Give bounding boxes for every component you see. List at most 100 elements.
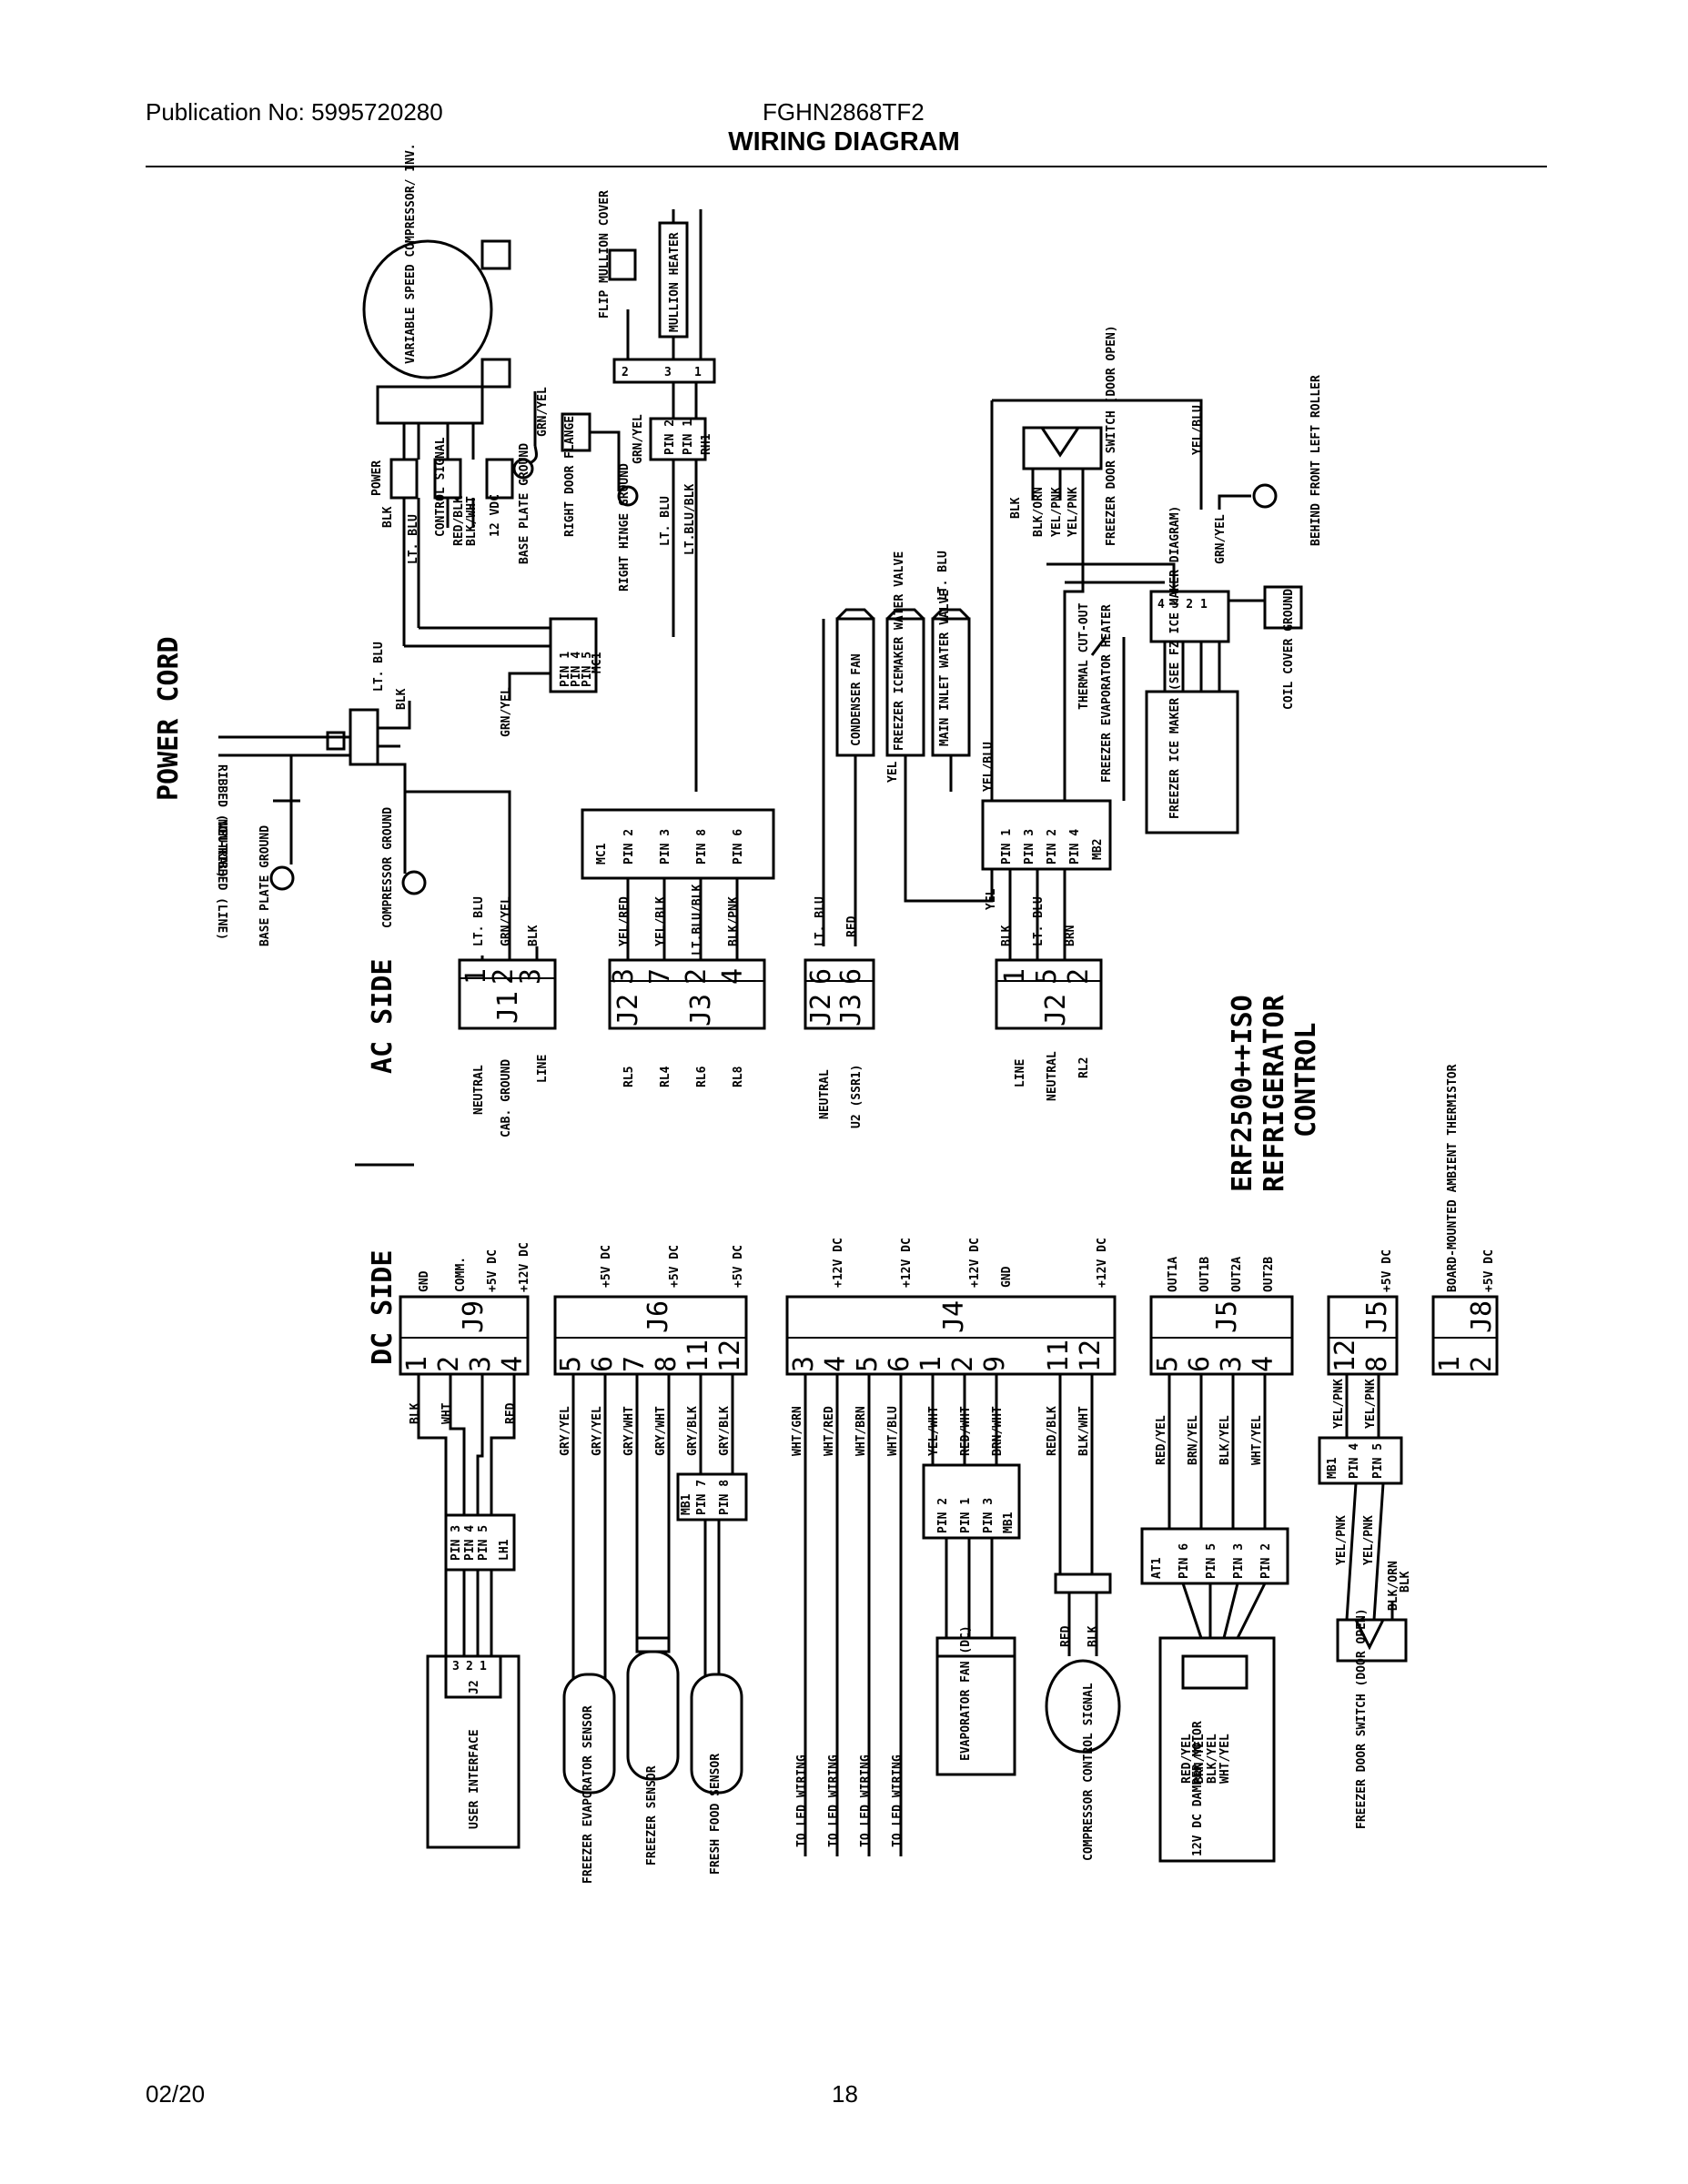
svg-text:YEL/PNK: YEL/PNK bbox=[1362, 1515, 1376, 1565]
svg-text:BLK/YEL: BLK/YEL bbox=[1218, 1415, 1232, 1465]
svg-text:OUT1B: OUT1B bbox=[1198, 1257, 1212, 1292]
control-label-1: ERF2500++ISO bbox=[1227, 995, 1258, 1192]
svg-text:RED/YEL: RED/YEL bbox=[1155, 1415, 1168, 1465]
svg-text:NEUTRAL: NEUTRAL bbox=[472, 1065, 486, 1115]
svg-text:PIN 5: PIN 5 bbox=[477, 1525, 490, 1561]
svg-text:PIN 2: PIN 2 bbox=[1046, 829, 1059, 864]
svg-text:RED: RED bbox=[1059, 1625, 1073, 1647]
svg-text:RED/WHT: RED/WHT bbox=[959, 1406, 973, 1456]
svg-text:PIN 2: PIN 2 bbox=[936, 1498, 950, 1533]
svg-text:COIL COVER GROUND: COIL COVER GROUND bbox=[1282, 589, 1296, 710]
svg-text:+12V DC: +12V DC bbox=[518, 1242, 531, 1292]
svg-text:3: 3 bbox=[452, 1660, 460, 1673]
j5b-connector: 12 8 J5 +5V DC YEL/PNK YEL/PNK MB1 PIN 4… bbox=[1318, 1249, 1412, 1829]
svg-text:+5V DC: +5V DC bbox=[1482, 1249, 1496, 1292]
svg-text:FREEZER EVAPORATOR SENSOR: FREEZER EVAPORATOR SENSOR bbox=[581, 1705, 595, 1884]
svg-text:+5V DC: +5V DC bbox=[600, 1245, 613, 1288]
wire-grnyel-top: GRN/YEL bbox=[536, 387, 550, 437]
svg-text:YEL/BLU: YEL/BLU bbox=[982, 742, 996, 792]
vdc12-label: 12 VDC bbox=[489, 494, 502, 537]
svg-text:11: 11 bbox=[1043, 1340, 1075, 1372]
svg-text:PIN 1: PIN 1 bbox=[1000, 829, 1014, 864]
wire-blk-cord: BLK bbox=[395, 688, 409, 710]
svg-text:PIN 6: PIN 6 bbox=[1178, 1543, 1191, 1579]
svg-text:LINE: LINE bbox=[1014, 1059, 1027, 1087]
svg-text:J9: J9 bbox=[458, 1300, 490, 1333]
svg-text:WHT/BLU: WHT/BLU bbox=[886, 1406, 900, 1456]
svg-text:2: 2 bbox=[947, 1356, 979, 1372]
svg-text:+5V DC: +5V DC bbox=[668, 1245, 682, 1288]
svg-text:RL2: RL2 bbox=[1077, 1057, 1091, 1078]
svg-text:FREEZER DOOR SWITCH (DOOR OPEN: FREEZER DOOR SWITCH (DOOR OPEN) bbox=[1355, 1608, 1369, 1829]
svg-text:2: 2 bbox=[622, 366, 629, 379]
svg-text:RL5: RL5 bbox=[622, 1067, 636, 1087]
svg-text:BLK: BLK bbox=[1009, 497, 1023, 519]
wire-grnyel-cord: GRN/YEL bbox=[500, 687, 513, 737]
svg-text:GND: GND bbox=[1000, 1266, 1014, 1288]
ac-freezer-door-switch: BLK BLK/ORN YEL/PNK YEL/PNK FREEZER DOOR… bbox=[990, 325, 1323, 801]
control-label-3: CONTROL bbox=[1290, 1023, 1322, 1138]
svg-text:PIN 4: PIN 4 bbox=[463, 1525, 477, 1561]
ac-side-title: AC SIDE bbox=[367, 959, 399, 1074]
svg-text:BLK: BLK bbox=[1087, 1625, 1100, 1647]
svg-text:J3: J3 bbox=[835, 994, 867, 1026]
svg-text:5: 5 bbox=[1031, 968, 1063, 985]
svg-text:GRN/YEL: GRN/YEL bbox=[500, 896, 513, 946]
svg-text:PIN 1: PIN 1 bbox=[559, 652, 572, 687]
mc1-top-label: MC1 bbox=[591, 652, 604, 673]
non-ribbed-label: NON-RIBBED (LINE) bbox=[215, 819, 228, 940]
svg-text:3: 3 bbox=[788, 1356, 820, 1372]
svg-text:OUT2A: OUT2A bbox=[1230, 1257, 1244, 1292]
svg-text:J3: J3 bbox=[685, 994, 717, 1026]
svg-text:7: 7 bbox=[644, 968, 676, 985]
svg-text:CAB. GROUND: CAB. GROUND bbox=[500, 1059, 513, 1138]
svg-text:EVAPORATOR FAN (DC): EVAPORATOR FAN (DC) bbox=[959, 1625, 973, 1761]
power-cord-label: POWER CORD bbox=[153, 636, 185, 801]
svg-text:TO LED WIRING: TO LED WIRING bbox=[795, 1754, 809, 1847]
svg-text:PIN 8: PIN 8 bbox=[718, 1480, 732, 1515]
rh1-label: RH1 bbox=[700, 433, 713, 455]
svg-text:YEL/WHT: YEL/WHT bbox=[927, 1406, 941, 1456]
svg-text:COMM.: COMM. bbox=[454, 1257, 468, 1292]
svg-text:YEL/BLK: YEL/BLK bbox=[654, 896, 668, 946]
svg-text:BLK: BLK bbox=[1399, 1571, 1412, 1592]
mc1-label: MC1 bbox=[595, 843, 609, 864]
svg-text:FRESH FOOD SENSOR: FRESH FOOD SENSOR bbox=[709, 1754, 723, 1875]
svg-text:BLK/ORN: BLK/ORN bbox=[1032, 487, 1046, 537]
wire-ltblublk-rh1: LT.BLU/BLK bbox=[683, 484, 697, 555]
page-title: WIRING DIAGRAM bbox=[728, 127, 960, 157]
j1-label: J1 bbox=[492, 991, 524, 1024]
svg-text:GRY/YEL: GRY/YEL bbox=[591, 1406, 604, 1456]
svg-text:YEL/PNK: YEL/PNK bbox=[1335, 1515, 1349, 1565]
valves: CONDENSER FAN FREEZER ICEMAKER WATER VAL… bbox=[822, 551, 998, 946]
svg-text:J5: J5 bbox=[1361, 1300, 1393, 1333]
svg-text:PIN 4: PIN 4 bbox=[570, 652, 583, 687]
svg-text:AT1: AT1 bbox=[1150, 1557, 1164, 1579]
publication-number: Publication No: 5995720280 bbox=[146, 98, 443, 126]
svg-text:+5V DC: +5V DC bbox=[1380, 1249, 1394, 1292]
svg-text:5: 5 bbox=[1152, 1356, 1184, 1372]
user-interface: 3 2 1 J2 USER INTERFACE bbox=[426, 1654, 521, 1849]
svg-text:3: 3 bbox=[608, 968, 640, 985]
svg-text:YEL: YEL bbox=[886, 761, 900, 783]
svg-text:1: 1 bbox=[401, 1356, 433, 1372]
svg-text:PIN 2: PIN 2 bbox=[663, 420, 677, 455]
svg-text:YEL/PNK: YEL/PNK bbox=[1066, 487, 1080, 537]
svg-text:FREEZER ICEMAKER WATER VALVE: FREEZER ICEMAKER WATER VALVE bbox=[893, 551, 906, 751]
svg-text:BLK: BLK bbox=[527, 925, 541, 946]
svg-text:THERMAL CUT-OUT: THERMAL CUT-OUT bbox=[1077, 602, 1091, 710]
j2-connector-c: 1 5 2 J2 BLK LT. BLU BRN LINE NEUTRAL RL… bbox=[995, 896, 1103, 1101]
svg-text:WHT/YEL: WHT/YEL bbox=[1218, 1734, 1232, 1784]
svg-text:5: 5 bbox=[555, 1356, 587, 1372]
svg-text:1: 1 bbox=[694, 366, 702, 379]
svg-text:GRN/YEL: GRN/YEL bbox=[1214, 514, 1228, 564]
svg-text:8: 8 bbox=[1361, 1356, 1393, 1372]
svg-text:6: 6 bbox=[884, 1356, 915, 1372]
svg-text:3: 3 bbox=[664, 366, 672, 379]
svg-text:2: 2 bbox=[466, 1660, 473, 1673]
wire-ltblu-rh1: LT. BLU bbox=[659, 496, 672, 546]
mb2-block: 4 3 2 1 COIL COVER GROUND FREEZER ICE MA… bbox=[981, 500, 1303, 965]
svg-text:NEUTRAL: NEUTRAL bbox=[1046, 1051, 1059, 1101]
svg-text:RED/YEL: RED/YEL bbox=[1180, 1734, 1194, 1784]
svg-text:PIN 3: PIN 3 bbox=[659, 829, 672, 864]
